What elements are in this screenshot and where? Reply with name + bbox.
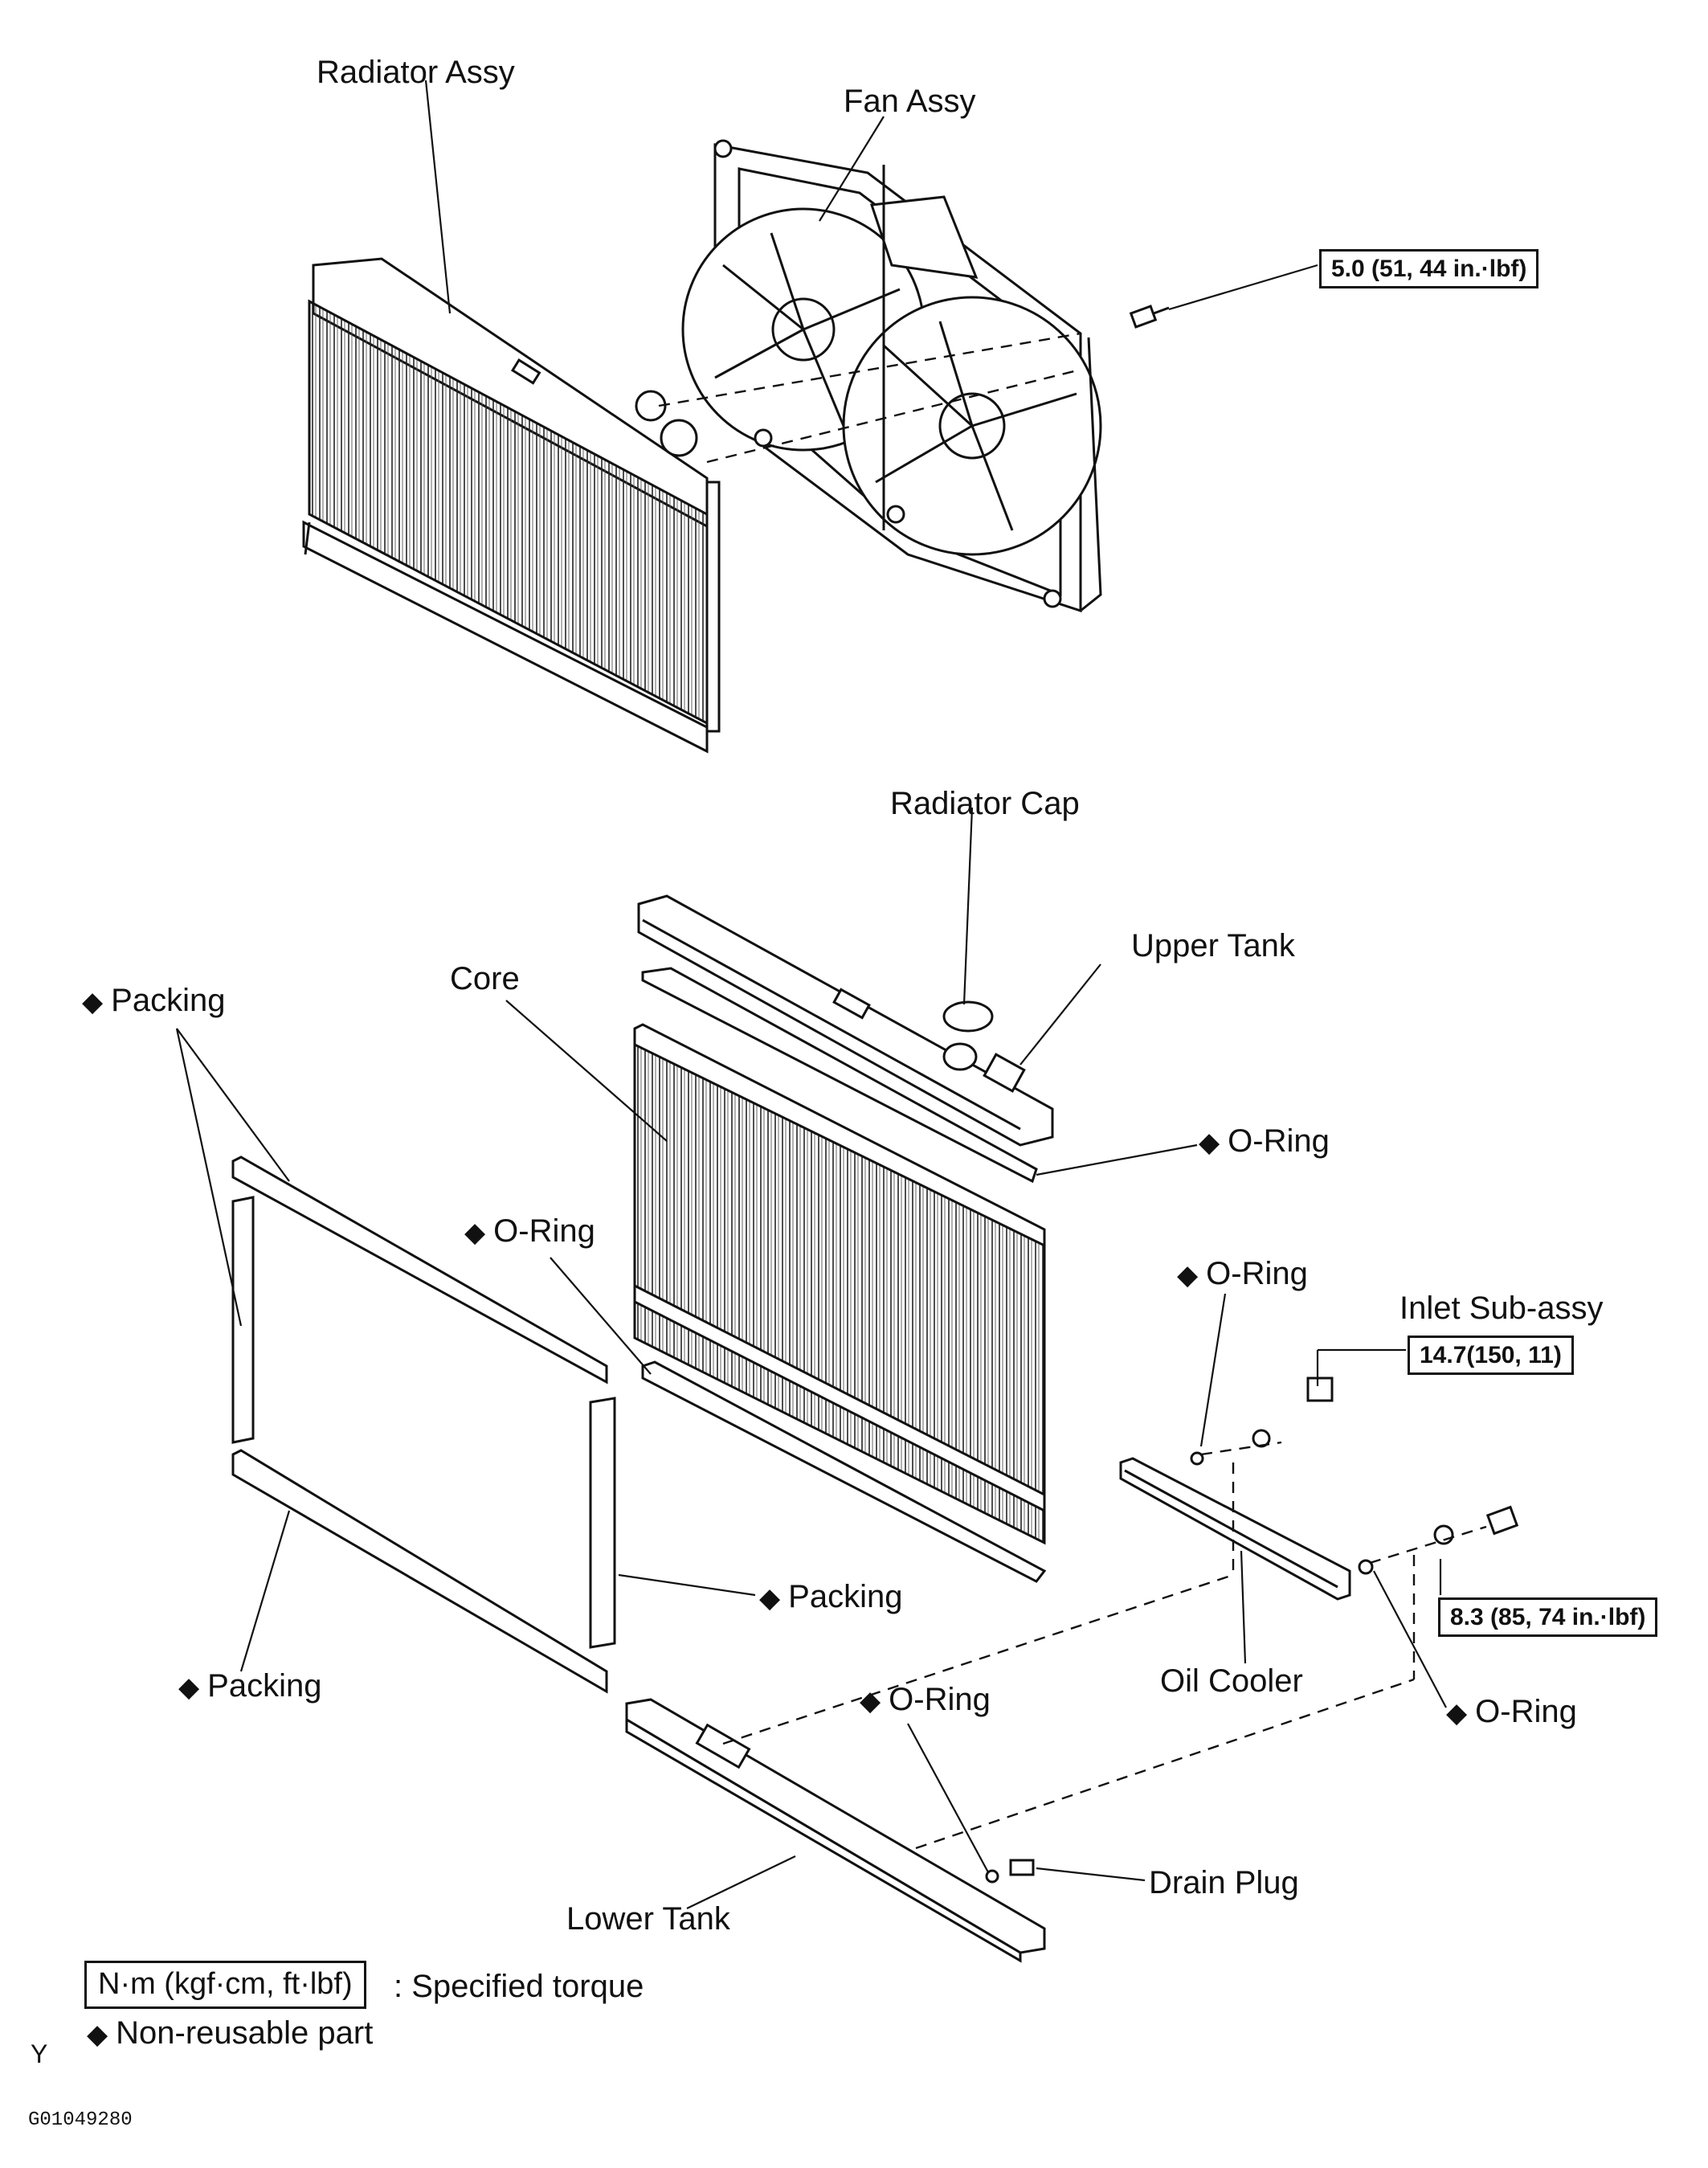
legend-non-reusable: ◆Non-reusable part	[87, 2015, 374, 2051]
diamond-icon: ◆	[82, 987, 104, 1017]
torque-oil-cooler-bolt: 8.3 (85, 74 in.·lbf)	[1438, 1597, 1658, 1637]
label-core: Core	[450, 961, 520, 996]
diamond-icon: ◆	[87, 2019, 108, 2050]
figure-code: G01049280	[28, 2109, 133, 2131]
legend-torque-meaning: : Specified torque	[394, 1969, 644, 2004]
diamond-icon: ◆	[1446, 1698, 1468, 1728]
radiator-assy-drawing	[302, 257, 721, 754]
diamond-icon: ◆	[1199, 1127, 1220, 1158]
upper-gasket-drawing	[641, 967, 1038, 1184]
label-o-ring-lower-tank: ◆O-Ring	[860, 1682, 991, 1717]
torque-fan-bolt: 5.0 (51, 44 in.·lbf)	[1319, 249, 1539, 288]
packing-set-drawing	[231, 1156, 616, 1694]
label-drain-plug: Drain Plug	[1149, 1865, 1299, 1900]
fan-assy-drawing	[681, 139, 1102, 613]
fan-mounting-bolt	[1129, 305, 1170, 329]
diamond-icon: ◆	[860, 1686, 881, 1716]
upper-tank-drawing	[637, 894, 1054, 1147]
label-o-ring-upper: ◆O-Ring	[1199, 1123, 1330, 1159]
diamond-icon: ◆	[759, 1583, 781, 1614]
label-packing-top-left: ◆Packing	[82, 983, 226, 1018]
lower-tank-drawing	[625, 1698, 1046, 1963]
label-fan-assy: Fan Assy	[844, 84, 976, 119]
diamond-icon: ◆	[1177, 1260, 1199, 1291]
label-oil-cooler: Oil Cooler	[1160, 1663, 1303, 1699]
diamond-icon: ◆	[178, 1672, 200, 1703]
label-upper-tank: Upper Tank	[1131, 928, 1295, 963]
label-packing-right: ◆Packing	[759, 1579, 903, 1614]
label-o-ring-lower-core: ◆O-Ring	[464, 1213, 595, 1249]
label-o-ring-oil-cooler-bottom: ◆O-Ring	[1446, 1694, 1577, 1729]
label-radiator-cap: Radiator Cap	[890, 786, 1080, 821]
torque-inlet-bolt: 14.7(150, 11)	[1408, 1336, 1574, 1375]
corner-letter: Y	[31, 2039, 48, 2068]
label-inlet-sub-assy: Inlet Sub-assy	[1399, 1291, 1604, 1326]
legend-torque-units-box: N·m (kgf·cm, ft·lbf)	[84, 1961, 366, 2009]
oil-cooler-drawing	[1119, 1376, 1519, 1601]
label-packing-bottom: ◆Packing	[178, 1668, 322, 1704]
label-radiator-assy: Radiator Assy	[317, 55, 515, 90]
label-lower-tank: Lower Tank	[566, 1901, 730, 1937]
core-drawing	[633, 1023, 1046, 1545]
lower-gasket-drawing	[641, 1360, 1047, 1583]
label-o-ring-oil-cooler-top: ◆O-Ring	[1177, 1256, 1308, 1291]
diamond-icon: ◆	[464, 1217, 486, 1248]
